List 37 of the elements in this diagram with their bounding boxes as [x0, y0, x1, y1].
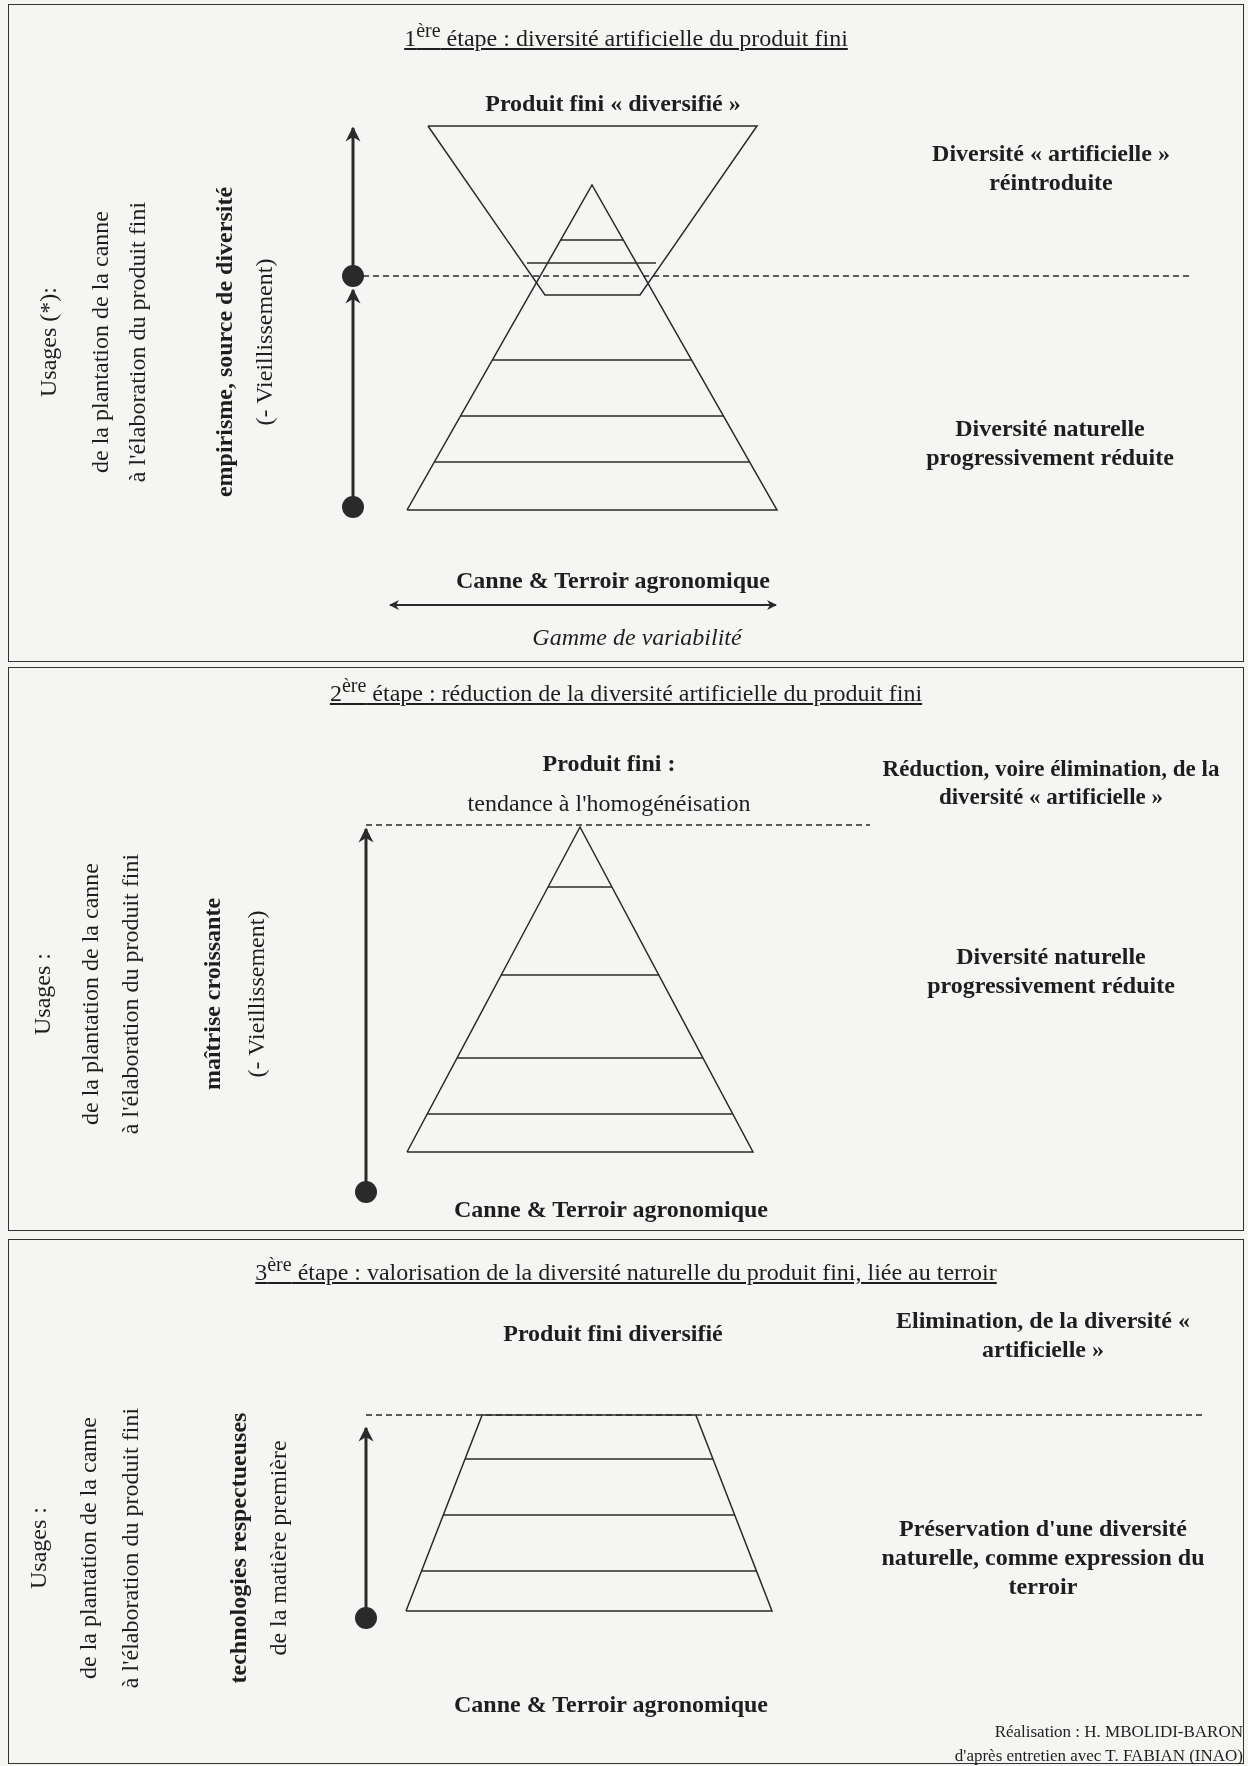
diagram-label: Diversité naturelle progressivement réduite: [926, 942, 1176, 1000]
side-label: à l'élaboration du produit fini: [115, 1407, 144, 1689]
side-label: empirisme, source de diversité: [209, 186, 238, 498]
panel-frame: [8, 4, 1244, 662]
panel-frame: [8, 667, 1244, 1231]
stage-heading: 2$^{ère}$ étape : réduction de la diversité artificielle du produit fini: [329, 680, 923, 706]
diagram-label: Elimination, de la diversité « artificielle »: [895, 1306, 1191, 1364]
side-label: (- Vieillissement): [241, 910, 270, 1078]
diagram-label: Canne & Terroir agronomique: [454, 1194, 768, 1224]
side-label: de la plantation de la canne: [73, 1417, 102, 1679]
stage-heading: 3$^{ère}$ étape : valorisation de la diversité naturelle du produit fini, liée au terroir: [255, 1259, 997, 1285]
side-label: de la plantation de la canne: [75, 863, 104, 1125]
side-label: Usages :: [27, 953, 56, 1035]
side-label: à l'élaboration du produit fini: [115, 853, 144, 1135]
credit-note: Réalisation : H. MBOLIDI-BARON: [994, 1721, 1243, 1743]
side-label: Usages :: [23, 1507, 52, 1589]
panel-frame: [8, 1239, 1244, 1764]
side-label: technologies respectueuses: [223, 1412, 252, 1684]
diagram-label: Canne & Terroir agronomique: [456, 565, 770, 595]
diagram-label: Produit fini :: [542, 748, 676, 778]
stage-heading: 1$^{ère}$ étape : diversité artificielle du produit fini: [404, 25, 848, 51]
diagram-label: Canne & Terroir agronomique: [454, 1689, 768, 1719]
side-label: Usages (*):: [33, 287, 62, 397]
diagram-label: Gamme de variabilité: [532, 622, 742, 652]
diagram-label: tendance à l'homogénéisation: [467, 788, 751, 818]
diagram-label: Diversité naturelle progressivement réduite: [925, 414, 1175, 472]
side-label: de la plantation de la canne: [85, 211, 114, 473]
diagram-label: Produit fini diversifié: [503, 1318, 723, 1348]
side-label: (- Vieillissement): [249, 258, 278, 426]
side-label: à l'élaboration du produit fini: [122, 201, 151, 483]
diagram-label: Préservation d'une diversité naturelle, comme expression du terroir: [880, 1513, 1206, 1601]
credit-note: d'après entretien avec T. FABIAN (INAO): [954, 1745, 1243, 1766]
diagram-label: Réduction, voire élimination, de la diversité « artificielle »: [881, 755, 1221, 811]
diagram-label: Diversité « artificielle » réintroduite: [931, 139, 1171, 197]
side-label: maîtrise croissante: [197, 897, 226, 1091]
side-label: de la matière première: [263, 1440, 292, 1656]
diagram-label: Produit fini « diversifié »: [485, 88, 741, 118]
